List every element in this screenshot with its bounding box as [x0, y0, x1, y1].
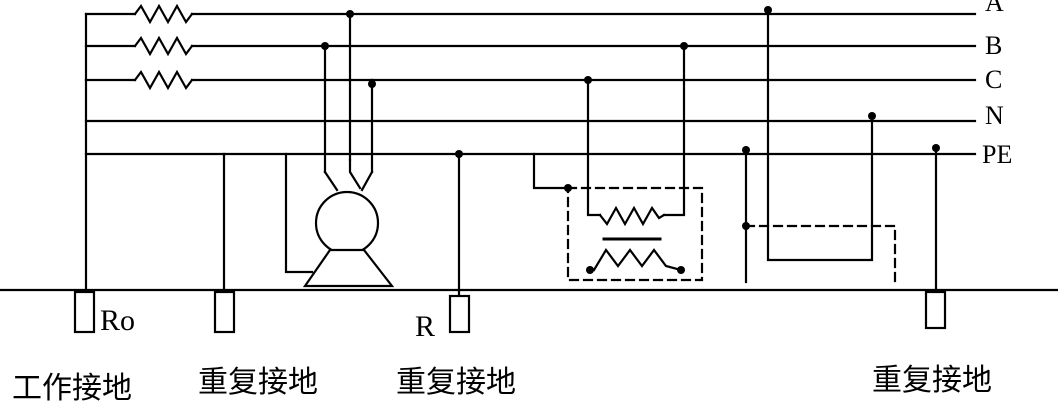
bus-label-pe: PE [982, 140, 1012, 169]
electrode-label-r: R [415, 310, 435, 343]
transformer-enclosure [566, 186, 704, 282]
load-phase-a-lead [766, 12, 874, 262]
ground-electrode-repeat-1 [213, 290, 236, 334]
transformer-primary-lead-b [662, 44, 686, 217]
transformer-secondary-winding [592, 248, 683, 272]
ground-electrode-repeat-3 [924, 290, 947, 330]
motor-icon [314, 190, 380, 256]
ground-electrode-ro [73, 290, 96, 334]
motor-pe-bond [284, 152, 314, 274]
motor-base [302, 248, 395, 288]
transformer-primary-lead-c [586, 78, 602, 217]
bus-a-line [84, 3, 977, 25]
transformer-primary-winding [598, 205, 666, 227]
ground-electrode-r [448, 294, 471, 334]
junction-dots [321, 6, 940, 274]
caption-working-ground: 工作接地 [12, 371, 132, 406]
motor-feeders [323, 12, 374, 192]
bus-label-c: C [985, 65, 1002, 94]
bus-label-n: N [985, 101, 1004, 130]
caption-repeat-ground-1: 重复接地 [198, 365, 318, 400]
electrode-label-ro: Ro [100, 304, 135, 337]
caption-repeat-ground-3: 重复接地 [872, 363, 992, 398]
transformer-pe-bond [532, 152, 570, 190]
bus-label-a: A [985, 0, 1004, 17]
caption-repeat-ground-2: 重复接地 [396, 365, 516, 400]
load-enclosure [744, 224, 897, 284]
bus-c-line [84, 69, 977, 91]
bus-b-line [84, 35, 977, 57]
bus-label-b: B [985, 31, 1002, 60]
